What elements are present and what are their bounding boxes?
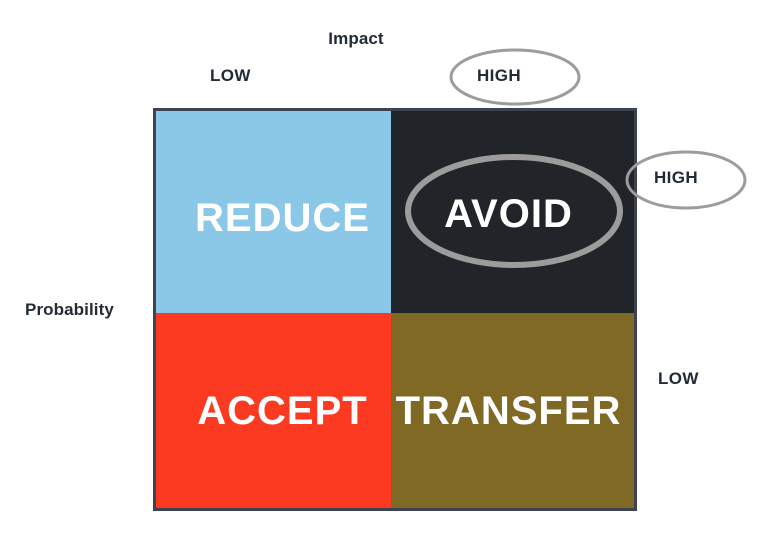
quadrant-reduce[interactable]: REDUCE xyxy=(156,111,391,313)
quadrant-accept-label: ACCEPT xyxy=(197,388,368,433)
quadrant-accept[interactable]: ACCEPT xyxy=(156,313,391,508)
quadrant-avoid-label: AVOID xyxy=(444,192,573,236)
quadrant-transfer-label: TRANSFER xyxy=(395,388,622,433)
impact-axis-title: Impact xyxy=(328,29,384,48)
quadrant-avoid[interactable]: AVOID xyxy=(391,111,634,313)
impact-high-label: HIGH xyxy=(477,66,522,85)
probability-low-label: LOW xyxy=(658,369,699,388)
matrix-grid: REDUCE AVOID ACCEPT TRANSFER xyxy=(153,108,637,511)
impact-low-label: LOW xyxy=(210,66,251,85)
quadrant-reduce-label: REDUCE xyxy=(195,196,370,240)
quadrant-transfer[interactable]: TRANSFER xyxy=(391,313,634,508)
probability-axis-title: Probability xyxy=(25,300,114,319)
probability-high-label: HIGH xyxy=(654,168,699,187)
